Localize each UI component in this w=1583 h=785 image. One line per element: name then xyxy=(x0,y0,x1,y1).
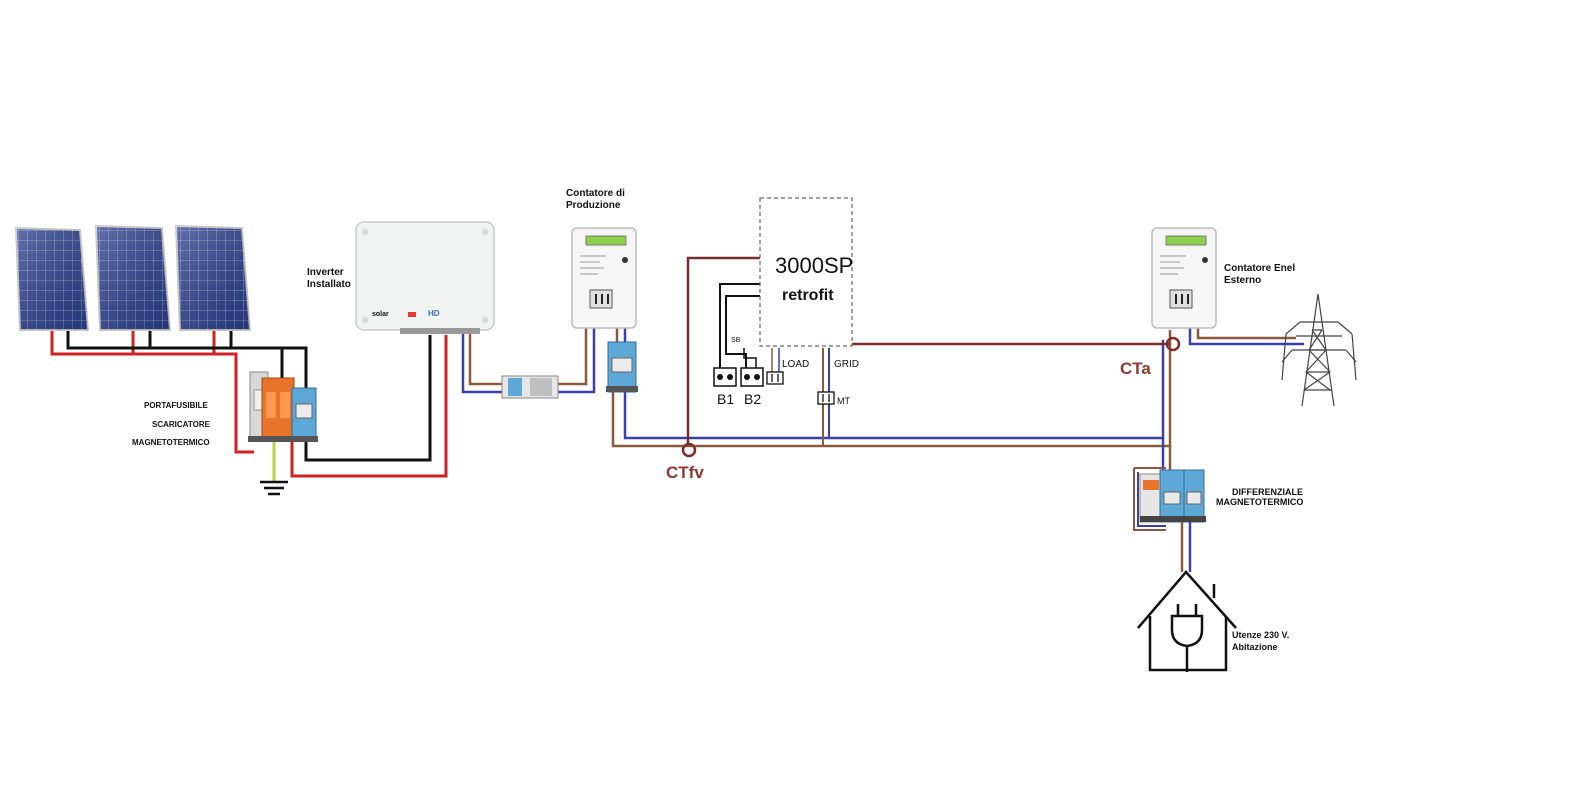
inverter-ac-phase xyxy=(468,332,503,386)
protection-block xyxy=(248,371,318,442)
inverter-label-line2: Installato xyxy=(307,279,351,290)
retrofit-title: 3000SP xyxy=(775,253,853,278)
isolator-to-meter-neutral xyxy=(556,328,596,394)
retrofit-subtitle: retrofit xyxy=(782,287,834,304)
battery-b2 xyxy=(740,367,764,387)
differential-frame-neutral xyxy=(1137,472,1166,527)
inverter-model: HD xyxy=(428,309,440,318)
cta-label: CTa xyxy=(1120,359,1151,378)
isolator-to-meter-phase xyxy=(556,328,588,386)
external-meter-label-line2: Esterno xyxy=(1224,275,1261,286)
production-meter xyxy=(571,227,637,329)
grid-label: GRID xyxy=(834,359,859,370)
production-breaker xyxy=(606,341,638,393)
dc-positive-to-inverter xyxy=(290,335,448,478)
wires xyxy=(50,256,1304,572)
differential-label-line2: MAGNETOTERMICO xyxy=(1216,497,1303,507)
dc-negative-to-inverter xyxy=(304,335,432,462)
bus-neutral xyxy=(623,340,1165,440)
battery-b2-label: B2 xyxy=(744,391,761,407)
external-meter xyxy=(1151,227,1217,329)
ctfv-sensor xyxy=(681,442,697,458)
mt-terminal xyxy=(817,391,835,405)
solar-panel-3 xyxy=(174,224,252,331)
differential-breaker xyxy=(1139,469,1206,523)
plug-icon xyxy=(1170,604,1204,672)
ext-meter-to-pylon-neutral xyxy=(1188,328,1304,346)
inverter-ac-neutral xyxy=(461,332,503,394)
utenze-label-line2: Abitazione xyxy=(1232,642,1278,652)
sb-label: SB xyxy=(731,337,741,344)
solar-panel-1 xyxy=(14,226,90,331)
utenze-label-line1: Utenze 230 V. xyxy=(1232,630,1289,640)
ext-meter-to-pylon-phase xyxy=(1196,328,1296,340)
ac-isolator xyxy=(501,375,559,399)
power-pylon xyxy=(1281,293,1357,407)
battery-wire-b2 xyxy=(743,348,757,368)
inverter-label-line1: Inverter xyxy=(307,267,344,278)
protection-label-line2: SCARICATORE xyxy=(152,420,211,429)
dc-negative-string-wire xyxy=(66,330,308,392)
load-label: LOAD xyxy=(782,359,809,370)
protection-label-line1: PORTAFUSIBILE xyxy=(144,401,209,410)
ctfv-label: CTfv xyxy=(666,463,704,482)
production-meter-label-line1: Contatore di xyxy=(566,188,625,199)
battery-b1 xyxy=(713,367,737,387)
battery-wire-b1a xyxy=(719,283,762,368)
cta-sensor xyxy=(1165,336,1181,352)
load-terminal xyxy=(766,371,784,385)
battery-b1-label: B1 xyxy=(717,391,734,407)
retrofit-unit xyxy=(759,197,853,347)
inverter xyxy=(355,221,495,334)
production-meter-label-line2: Produzione xyxy=(566,200,621,211)
dc-positive-string-wire xyxy=(50,330,254,454)
mt-label: MT xyxy=(837,396,850,406)
solar-panel-2 xyxy=(94,224,172,331)
bus-phase xyxy=(611,330,1172,448)
ctfv-wire xyxy=(686,256,762,444)
external-meter-label-line1: Contatore Enel xyxy=(1224,263,1295,274)
differential-frame-phase xyxy=(1133,467,1166,531)
ground-symbol xyxy=(260,480,288,496)
protection-label-line3: MAGNETOTERMICO xyxy=(132,438,210,447)
differential-label-line1: DIFFERENZIALE xyxy=(1232,487,1303,497)
inverter-brand: solar xyxy=(372,311,389,318)
